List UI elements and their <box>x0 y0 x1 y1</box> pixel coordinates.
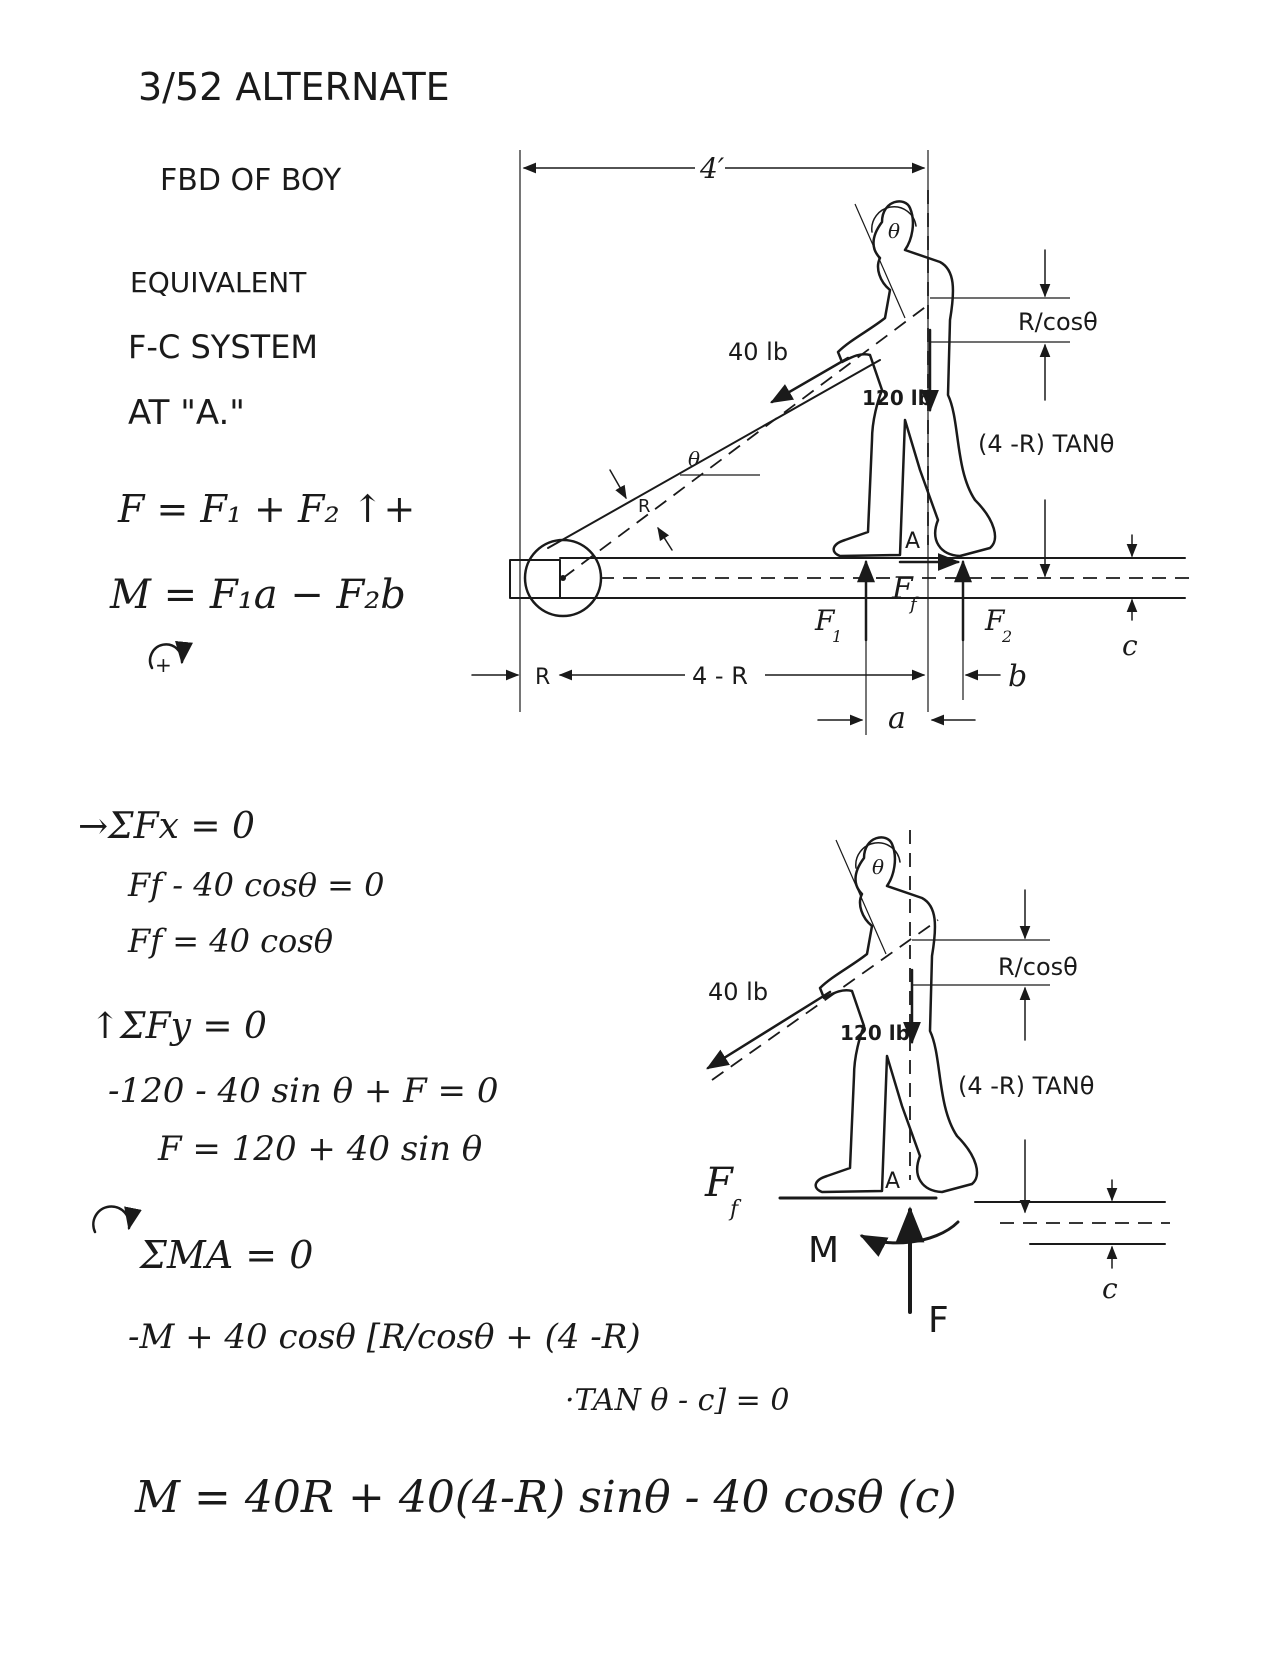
f1-subscript: 1 <box>832 627 842 646</box>
equivalent-system-statement: EQUIVALENT F-C SYSTEM AT "A." F = F₁ + F… <box>109 266 415 677</box>
fy-equation-1: -120 - 40 sin θ + F = 0 <box>108 1071 499 1111</box>
friction-label-2: F <box>704 1160 734 1206</box>
moment-sign: + <box>155 653 172 677</box>
fx-equation-2: Ff = 40 cosθ <box>127 922 333 960</box>
dim-4-r-label: 4 - R <box>692 662 748 690</box>
handle-force-label: 40 lb <box>728 338 788 366</box>
dim-rcos-label: R/cosθ <box>1018 308 1098 336</box>
dim-rcos-label-2: R/cosθ <box>998 953 1078 981</box>
dim-4ft-label: 4′ <box>699 152 725 185</box>
handle-force-label-2: 40 lb <box>708 978 768 1006</box>
radius-arrow-bottom-icon <box>657 526 673 551</box>
moment-label-2: M <box>808 1230 839 1271</box>
moment-result-equation: M = 40R + 40(4-R) sinθ - 40 cosθ (c) <box>134 1472 957 1523</box>
friction-label: F <box>891 571 914 606</box>
handle-theta-label: θ <box>688 447 700 471</box>
point-a-label: A <box>905 529 920 554</box>
head-theta-label-2: θ <box>872 855 884 879</box>
head-angle-arc-icon <box>871 206 917 233</box>
sum-fy-heading: ↑ΣFy = 0 <box>90 1006 267 1047</box>
dim-r-label: R <box>535 665 550 690</box>
sum-fx-heading: →ΣFx = 0 <box>78 806 255 847</box>
figure-1-free-body-diagram: 4′ θ 40 lb 120 lb θ R A F f F <box>471 150 1190 736</box>
sum-ma-heading: ΣMA = 0 <box>138 1233 313 1277</box>
boy-silhouette-1 <box>832 200 997 558</box>
f2-label: F <box>984 604 1006 637</box>
fbd-heading: FBD OF BOY <box>160 163 342 198</box>
reaction-force-label: F <box>928 1300 949 1341</box>
handle-upper-line <box>547 359 881 549</box>
ma-equation-line-2: ·TAN θ - c] = 0 <box>565 1383 789 1418</box>
handle-force-arrow-icon <box>770 356 850 404</box>
f1-label: F <box>814 604 836 637</box>
dim-c-label: c <box>1122 629 1138 662</box>
friction-subscript-2: f <box>728 1197 742 1222</box>
radius-arrow-top-icon <box>609 469 627 500</box>
f2-subscript: 2 <box>1001 627 1012 646</box>
dim-4-r-bg <box>685 660 765 688</box>
dim-tan-label-2: (4 -R) TANθ <box>958 1072 1094 1100</box>
head-angle-arc-2-icon <box>855 842 901 869</box>
statement-line-3: AT "A." <box>128 393 245 433</box>
moment-sign-arrow-icon <box>148 640 193 670</box>
dim-b-label: b <box>1008 659 1027 694</box>
dim-tan-label: (4 -R) TANθ <box>978 430 1114 458</box>
head-reference-line-2 <box>835 839 887 955</box>
dim-c-label-2: c <box>1102 1272 1118 1305</box>
problem-title: 3/52 ALTERNATE <box>138 65 450 109</box>
figure-2-equivalent-system: θ 40 lb 120 lb A F f M F R/cosθ (4 -R) T… <box>704 830 1170 1341</box>
handle-centerline-2 <box>711 919 939 1081</box>
handle-centerline <box>562 304 929 579</box>
head-reference-line <box>854 203 906 319</box>
boy-silhouette-2 <box>814 836 979 1194</box>
weight-label: 120 lb <box>862 386 932 410</box>
handle-force-arrow-2-icon <box>706 990 832 1070</box>
weight-label-2: 120 lb <box>840 1021 910 1045</box>
point-a-label-2: A <box>885 1169 900 1194</box>
ma-equation-line-1: -M + 40 cosθ [R/cosθ + (4 -R) <box>128 1317 641 1357</box>
dim-a-label: a <box>888 701 906 736</box>
fx-equation-1: Ff - 40 cosθ = 0 <box>127 866 384 904</box>
dim-4ft-bg <box>695 154 725 180</box>
radius-label: R <box>638 496 651 517</box>
roller-axle-box <box>509 559 561 599</box>
equilibrium-equations: →ΣFx = 0 Ff - 40 cosθ = 0 Ff = 40 cosθ ↑… <box>78 806 957 1523</box>
moment-sum-arrow-icon <box>92 1205 142 1234</box>
fy-equation-2: F = 120 + 40 sin θ <box>157 1129 482 1169</box>
statement-line-2: F-C SYSTEM <box>128 328 318 366</box>
moment-equation: M = F₁a − F₂b <box>109 572 406 618</box>
force-equation: F = F₁ + F₂ ↑+ <box>117 487 415 531</box>
statement-line-1: EQUIVALENT <box>130 266 307 299</box>
head-theta-label: θ <box>888 219 900 243</box>
